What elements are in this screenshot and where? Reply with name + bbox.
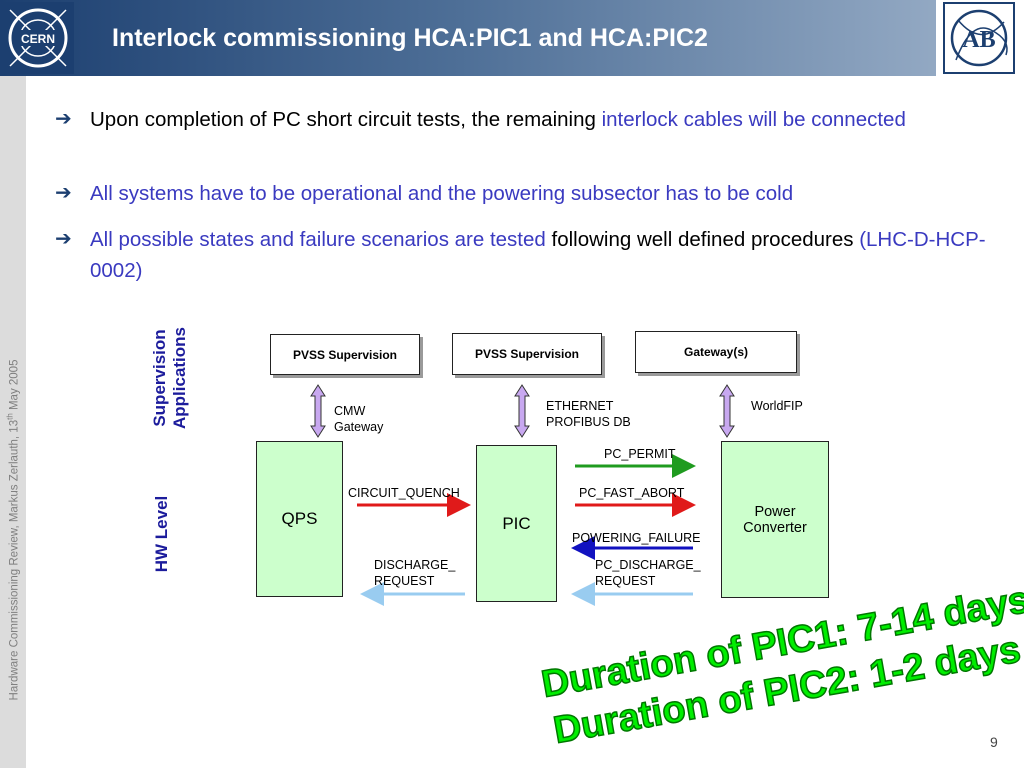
title-bar: CERN Interlock commissioning HCA:PIC1 an…: [0, 0, 1024, 76]
ab-logo-text: AB: [962, 27, 995, 53]
cern-logo: CERN: [2, 2, 74, 74]
page-title: Interlock commissioning HCA:PIC1 and HCA…: [112, 24, 708, 52]
bullet-text: All possible states and failure scenario…: [90, 228, 986, 282]
bullet-text: All systems have to be operational and t…: [90, 182, 794, 205]
arrow-bullet-icon: ➔: [55, 108, 72, 130]
pic-box: PIC: [476, 445, 557, 602]
pc-discharge-request-label: PC_DISCHARGE_REQUEST: [595, 558, 701, 588]
powering-failure-label: POWERING_FAILURE: [572, 531, 701, 545]
circuit-quench-label: CIRCUIT_QUENCH: [348, 486, 460, 500]
pc-fast-abort-label: PC_FAST_ABORT: [579, 486, 685, 500]
cmw-link-arrow: [310, 384, 326, 438]
ethernet-link-arrow: [514, 384, 530, 438]
pvss-supervision-box-1: PVSS Supervision: [270, 334, 420, 375]
ab-logo: AB: [936, 0, 1024, 76]
worldfip-link-arrow: [719, 384, 735, 438]
discharge-request-label: DISCHARGE_REQUEST: [374, 558, 456, 588]
arrow-bullet-icon: ➔: [55, 228, 72, 250]
worldfip-label: WorldFIP: [751, 399, 803, 413]
pc-permit-label: PC_PERMIT: [604, 447, 676, 461]
cern-logo-text: CERN: [21, 32, 55, 46]
page-number: 9: [990, 734, 998, 750]
side-strip: [0, 76, 26, 768]
bullet-text: Upon completion of PC short circuit test…: [90, 108, 906, 131]
pvss-supervision-box-2: PVSS Supervision: [452, 333, 602, 375]
qps-box: QPS: [256, 441, 343, 597]
arrow-bullet-icon: ➔: [55, 182, 72, 204]
gateway-box: Gateway(s): [635, 331, 797, 373]
